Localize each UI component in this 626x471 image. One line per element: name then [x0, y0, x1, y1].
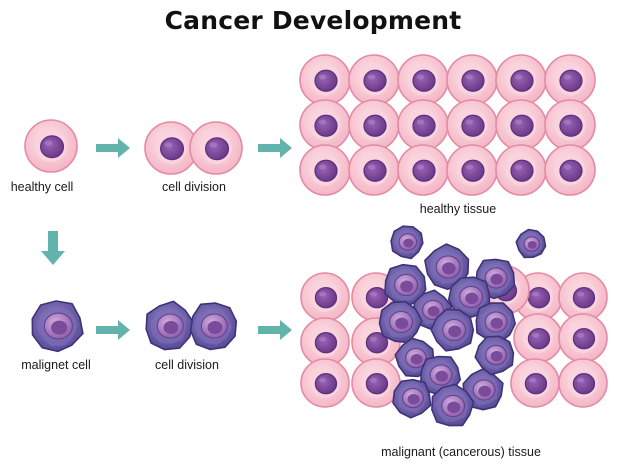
malignant-tissue-cancer-cell [430, 308, 475, 352]
malignant-tissue-healthy-cell [513, 272, 563, 322]
healthy-tissue-cell [495, 144, 547, 196]
malignant-tissue-cancer-cell [392, 378, 432, 419]
healthy-tissue-cell [348, 54, 400, 106]
arrow-down-icon [41, 231, 65, 265]
malignant-tissue-healthy-cell [351, 358, 401, 408]
healthy-tissue-cell [544, 99, 596, 151]
healthy-tissue-cell [495, 99, 547, 151]
healthy-tissue-cell [544, 144, 596, 196]
dividing-healthy-cell-right [189, 121, 243, 175]
arrow-right-icon [258, 138, 292, 158]
healthy-tissue-cell [446, 99, 498, 151]
healthy-tissue-cell [446, 144, 498, 196]
arrow-right-icon [96, 138, 130, 158]
malignant-tissue-cancer-cell [384, 263, 427, 307]
healthy-tissue-cell [397, 144, 449, 196]
malignant-tissue-cancer-cell [431, 383, 475, 427]
malignant-tissue-cancer-cell [424, 243, 470, 291]
malignant-tissue-cancer-cell [390, 225, 424, 260]
healthy-tissue-cell [299, 54, 351, 106]
label-malignant-tissue: malignant (cancerous) tissue [381, 445, 541, 459]
dividing-malignant-cell-right [189, 302, 238, 351]
arrow-right-icon [96, 320, 130, 340]
healthy-tissue-cell [495, 54, 547, 106]
healthy-tissue-cell [397, 54, 449, 106]
malignant-tissue-cancer-cell [474, 335, 515, 376]
label-cell-division-top: cell division [162, 180, 226, 194]
malignant-tissue-healthy-cell [351, 317, 401, 367]
malignant-tissue-healthy-cell [300, 317, 350, 367]
malignant-tissue-healthy-cell [558, 272, 608, 322]
malignant-tissue-healthy-cell [300, 358, 350, 408]
healthy-tissue-cell [348, 144, 400, 196]
dividing-malignant-cell-left [145, 300, 195, 351]
dividing-healthy-cell-left [144, 121, 198, 175]
malignant-tissue-healthy-cell [513, 313, 563, 363]
healthy-tissue-cell [299, 99, 351, 151]
label-healthy-cell: healthy cell [10, 180, 74, 194]
malignant-tissue-healthy-cell [510, 358, 560, 408]
malignant-tissue-healthy-cell [300, 272, 350, 322]
malignant-cell [31, 300, 84, 353]
malignant-tissue-cancer-cell [378, 300, 423, 344]
label-malignet-cell: malignet cell [21, 358, 91, 372]
malignant-tissue-cancer-cell [462, 368, 504, 411]
healthy-tissue-cell [446, 54, 498, 106]
label-cell-division-bottom: cell division [155, 358, 219, 372]
healthy-tissue-cell [299, 144, 351, 196]
diagram-title: Cancer Development [164, 6, 462, 35]
malignant-tissue-healthy-cell [558, 313, 608, 363]
healthy-tissue-cell [348, 99, 400, 151]
healthy-cell [24, 119, 78, 173]
malignant-tissue-healthy-cell [558, 358, 608, 408]
label-healthy-tissue: healthy tissue [419, 202, 497, 216]
healthy-tissue-cell [544, 54, 596, 106]
arrow-right-icon [258, 320, 292, 340]
malignant-tissue-cancer-cell [515, 228, 547, 259]
healthy-tissue-cell [397, 99, 449, 151]
